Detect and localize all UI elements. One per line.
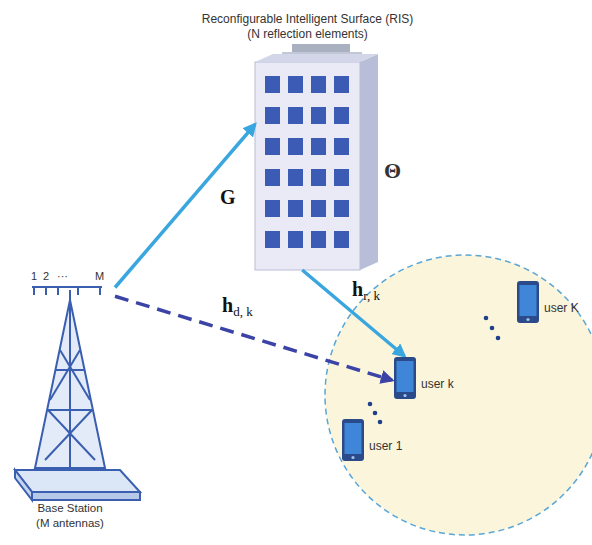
user-device: user 1 xyxy=(340,418,402,462)
antenna-index: 2 xyxy=(43,270,49,282)
station-text: Base Station xyxy=(37,501,102,516)
user-label: user K xyxy=(544,301,579,316)
ris-surface: Reconfigurable Intelligent Surface (RIS)… xyxy=(255,62,360,270)
channel-link xyxy=(115,296,392,380)
ris-building xyxy=(255,44,378,270)
user-label: user 1 xyxy=(369,439,402,454)
heading-text: Reconfigurable Intelligent Surface (RIS) xyxy=(202,12,413,27)
phase-matrix-symbol: Θ xyxy=(384,158,401,184)
antenna-index: M xyxy=(95,270,104,282)
heading-text: (N reflection elements) xyxy=(202,27,413,42)
channel-label: hr, k xyxy=(352,278,380,304)
antenna-index: ··· xyxy=(57,270,68,282)
channel-label: G xyxy=(220,186,236,209)
channel-label: hd, k xyxy=(222,294,253,320)
base-station: Base Station(M antennas) xyxy=(25,285,115,535)
phone-icon xyxy=(392,356,418,400)
phone-icon xyxy=(340,418,366,462)
user-device: user k xyxy=(392,356,454,400)
base-station-tower xyxy=(15,290,140,500)
ris-heading: Reconfigurable Intelligent Surface (RIS)… xyxy=(202,12,413,42)
user-device: user K xyxy=(515,280,579,324)
phone-icon xyxy=(515,280,541,324)
channel-link xyxy=(302,270,404,356)
antenna-array xyxy=(32,287,102,295)
user-label: user k xyxy=(421,377,454,392)
ellipsis-dots xyxy=(368,316,501,425)
channel-link xyxy=(115,124,255,287)
antenna-index: 1 xyxy=(31,270,37,282)
station-text: (M antennas) xyxy=(36,516,104,531)
user-area xyxy=(325,255,592,535)
